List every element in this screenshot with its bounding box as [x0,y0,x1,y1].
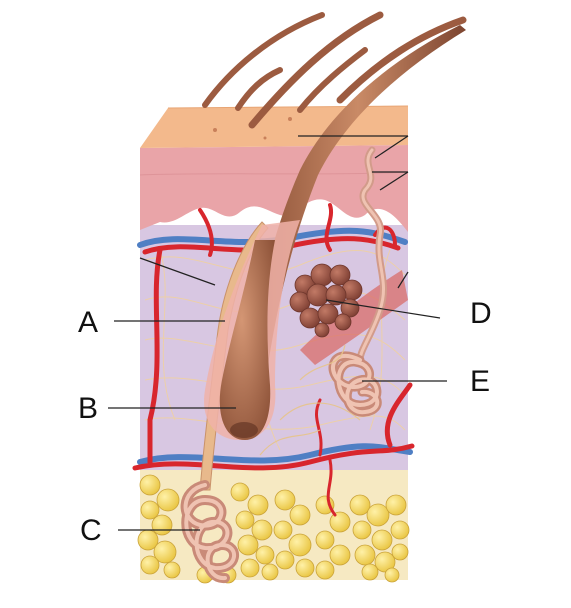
main-hair-shaft [250,25,466,385]
label-b: B [78,392,99,425]
epidermis-layer [140,145,408,232]
label-c: C [80,514,102,547]
label-e: E [470,365,491,398]
leader-lines [108,135,447,531]
label-d: D [470,297,492,330]
label-a: A [78,306,99,339]
deep-coiled-gland [180,480,239,583]
hair-shafts [202,11,467,129]
hair-bulb [219,240,275,440]
sebaceous-gland [289,263,363,338]
subcutaneous-fat [137,470,410,584]
skin-surface [140,106,408,148]
nerve-fibres [259,344,361,456]
sweat-gland-coil [328,351,382,417]
